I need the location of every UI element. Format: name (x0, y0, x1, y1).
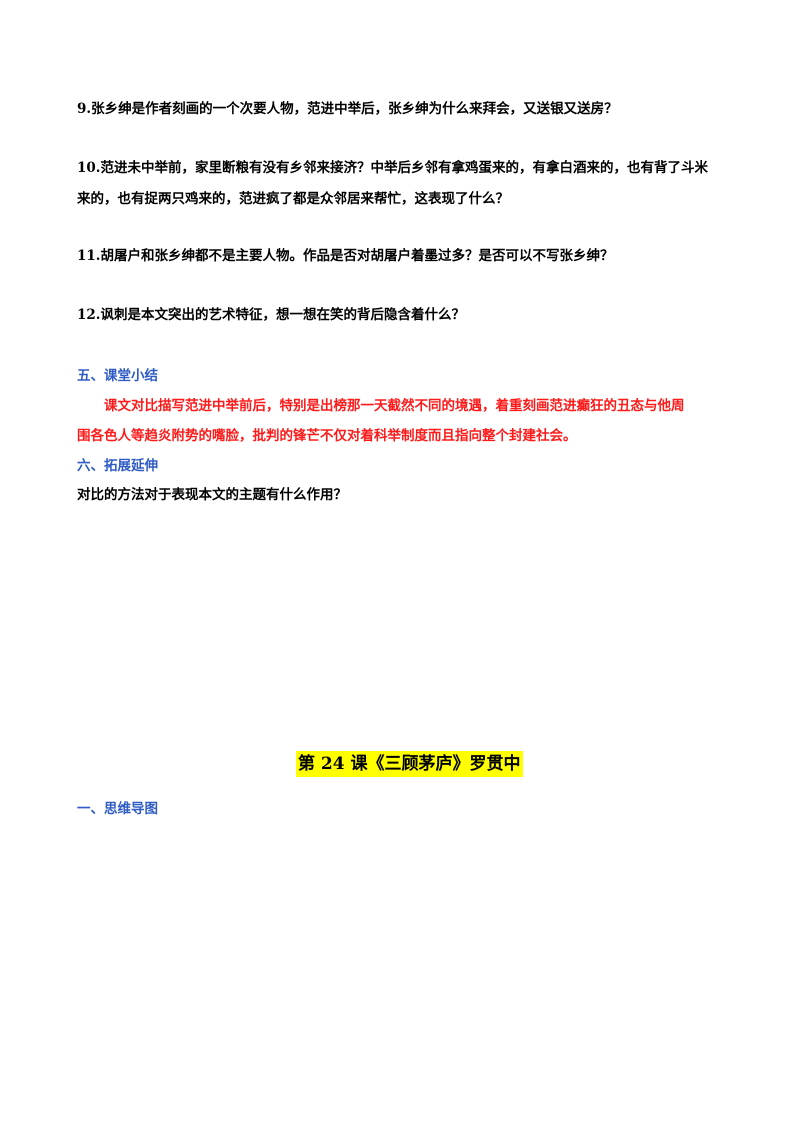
mind-map-heading: 一、思维导图 (77, 801, 158, 817)
section-5-heading: 五、课堂小结 (77, 368, 158, 384)
summary-line-2: 围各色人等趋炎附势的嘴脸，批判的锋芒不仅对着科举制度而且指向整个封建社会。 (77, 428, 577, 444)
section-6-heading: 六、拓展延伸 (77, 458, 158, 474)
question-9: 9.张乡绅是作者刻画的一个次要人物，范进中举后，张乡绅为什么来拜会，又送银又送房… (77, 101, 618, 117)
question-10-line-1: 10.范进未中举前，家里断粮有没有乡邻来接济？中举后乡邻有拿鸡蛋来的，有拿白酒来… (77, 160, 708, 176)
lesson-title: 第 24 课《三顾茅庐》罗贯中 (296, 751, 523, 777)
question-12: 12.讽刺是本文突出的艺术特征，想一想在笑的背后隐含着什么？ (77, 307, 465, 323)
question-10-line-2: 来的，也有捉两只鸡来的，范进疯了都是众邻居来帮忙，这表现了什么？ (77, 191, 509, 207)
summary-line-1: 课文对比描写范进中举前后，特别是出榜那一天截然不同的境遇，着重刻画范进癫狂的丑态… (104, 398, 685, 414)
question-11: 11.胡屠户和张乡绅都不是主要人物。作品是否对胡屠户着墨过多？是否可以不写张乡绅… (77, 248, 614, 264)
extension-question: 对比的方法对于表现本文的主题有什么作用？ (77, 487, 347, 503)
